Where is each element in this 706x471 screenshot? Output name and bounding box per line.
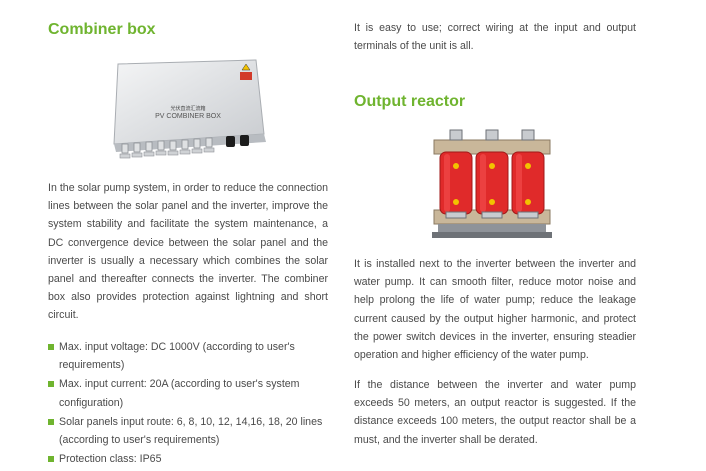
combiner-box-image: 光伏直流汇流箱 PV COMBINER BOX <box>113 59 266 159</box>
bullet-square-icon <box>48 344 54 350</box>
bullet-square-icon <box>48 456 54 463</box>
list-item: Protection class: IP65 <box>48 450 330 468</box>
list-item: Max. input current: 20A (according to us… <box>48 375 330 411</box>
output-reactor-distance-note: If the distance between the inverter and… <box>354 379 636 446</box>
output-reactor-image <box>432 129 552 238</box>
output-reactor-description: It is installed next to the inverter bet… <box>354 258 636 362</box>
image-label: PV COMBINER BOX <box>155 113 221 120</box>
bullet-square-icon <box>48 418 54 425</box>
combiner-box-description: In the solar pump system, in order to re… <box>48 182 328 322</box>
bullet-square-icon <box>48 381 54 388</box>
list-item: Solar panels input route: 6, 8, 10, 12, … <box>48 413 330 449</box>
output-reactor-heading: Output reactor <box>354 93 466 110</box>
combiner-box-heading: Combiner box <box>48 21 156 38</box>
combiner-box-spec-list: Max. input voltage: DC 1000V (according … <box>48 338 330 469</box>
list-item: Max. input voltage: DC 1000V (according … <box>48 338 330 374</box>
combiner-box-usage-text: It is easy to use; correct wiring at the… <box>354 22 636 53</box>
image-label-cn: 光伏直流汇流箱 <box>170 105 205 112</box>
